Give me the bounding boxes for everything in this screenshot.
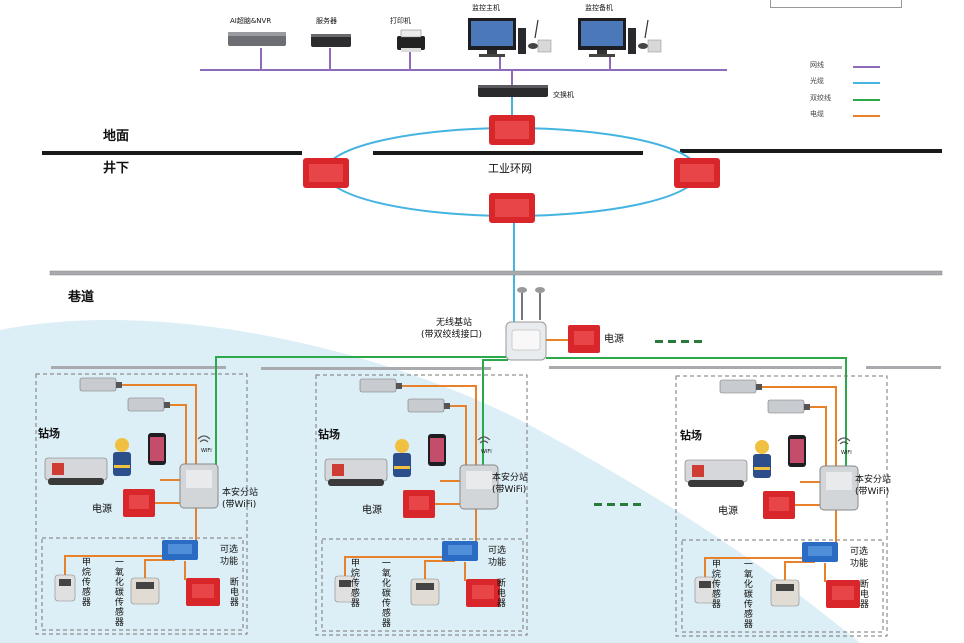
label-ai-nvr: AI超脑&NVR [230, 17, 272, 25]
site1-title: 钻场 [38, 427, 60, 440]
label-ring-network: 工业环网 [488, 162, 532, 175]
ring-node-bottom [489, 193, 535, 223]
base-station-device [505, 321, 547, 361]
site2-breaker: 断电器 [494, 578, 505, 608]
legend-twisted-label: 双绞线 [810, 94, 831, 102]
site3-power: 电源 [718, 506, 738, 517]
label-base-station: 无线基站 [436, 318, 473, 328]
site2-methane: 甲烷传感器 [348, 558, 359, 608]
site1-optional2: 功能 [220, 557, 239, 567]
label-ground: 地面 [103, 129, 130, 144]
label-tunnel: 巷道 [68, 290, 95, 305]
label-printer: 打印机 [390, 17, 411, 25]
legend-ethernet-label: 网线 [810, 61, 824, 69]
site2-power: 电源 [362, 505, 382, 516]
legend-fiber-label: 光缆 [810, 77, 824, 85]
site3-title: 钻场 [680, 429, 702, 442]
label-underground: 井下 [103, 161, 130, 176]
site1-substation: 本安分站 [222, 488, 259, 498]
label-monitor-host: 监控主机 [472, 4, 500, 12]
site3-optional: 可选 [850, 547, 869, 557]
site1-substation-sub: (带WiFi) [222, 500, 257, 510]
site2-wifi: WIFI [481, 449, 492, 455]
site1-methane: 甲烷传感器 [79, 557, 90, 607]
drill-site-3 [675, 375, 888, 637]
site3-wifi: WIFI [841, 450, 852, 456]
switch-device [478, 85, 548, 97]
site3-optional2: 功能 [850, 559, 869, 569]
site1-breaker: 断电器 [227, 577, 238, 607]
site3-substation-sub: (带WiFi) [855, 487, 890, 497]
legend-cable-label: 电缆 [810, 110, 824, 118]
site1-co: 一氧化碳传感器 [112, 557, 123, 627]
ring-node-top [489, 115, 535, 145]
site3-methane: 甲烷传感器 [709, 559, 720, 609]
site3-breaker: 断电器 [857, 579, 868, 609]
base-station-power-device [568, 325, 600, 353]
site3-substation: 本安分站 [855, 475, 892, 485]
drill-site-1 [35, 373, 248, 635]
site2-substation-sub: (带WiFi) [492, 485, 527, 495]
site1-wifi: WIFI [201, 448, 212, 454]
legend-frame [770, 0, 902, 8]
ring-node-left [303, 158, 349, 188]
site2-substation: 本安分站 [492, 473, 529, 483]
tunnel-line [49, 270, 943, 276]
label-base-station-sub: (带双绞线接口) [421, 330, 483, 340]
ring-node-right [674, 158, 720, 188]
base-station-antennas [517, 287, 545, 320]
monitor-backup-device [578, 18, 662, 57]
server-device [311, 34, 351, 47]
continuation-dots-bottom [594, 503, 641, 506]
continuation-dots-top [655, 340, 702, 343]
site3-co: 一氧化碳传感器 [741, 559, 752, 629]
site2-co: 一氧化碳传感器 [379, 558, 390, 628]
site2-optional: 可选 [488, 546, 507, 556]
site1-optional: 可选 [220, 545, 239, 555]
label-server: 服务器 [316, 17, 337, 25]
label-base-power: 电源 [604, 334, 624, 345]
site1-power: 电源 [92, 504, 112, 515]
nvr-device [228, 32, 286, 46]
monitor-host-device [468, 18, 552, 57]
twisted-pair-lines [215, 356, 847, 470]
site2-title: 钻场 [318, 428, 340, 441]
label-monitor-backup: 监控备机 [585, 4, 613, 12]
printer-device [397, 29, 425, 52]
site2-optional2: 功能 [488, 558, 507, 568]
label-switch: 交换机 [553, 91, 574, 99]
